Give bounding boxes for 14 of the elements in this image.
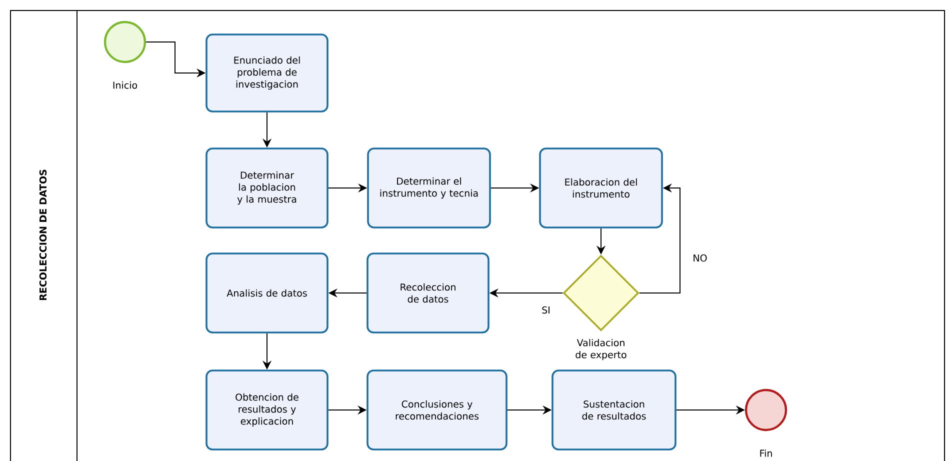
process-box: Sustentacion de resultados (552, 370, 676, 450)
process-box: Determinar la poblacion y la muestra (206, 148, 328, 228)
process-box: Recoleccion de datos (366, 252, 490, 334)
process-box: Determinar el instrumento y tecnia (367, 148, 491, 228)
event-label: Fin (760, 450, 772, 457)
edge-label: SI (540, 305, 552, 315)
process-box: Analisis de datos (206, 252, 328, 334)
process-box: Obtencion de resultados y explicacion (206, 370, 328, 450)
process-box: Conclusiones y recomendaciones (366, 370, 508, 450)
edge-label: NO (692, 253, 708, 263)
decision-label: Validacion de experto (576, 338, 626, 360)
process-box: Enunciado del problema de investigacion (206, 34, 328, 112)
event-label: Inicio (113, 81, 138, 89)
process-box: Elaboracion del instrumento (539, 148, 663, 228)
